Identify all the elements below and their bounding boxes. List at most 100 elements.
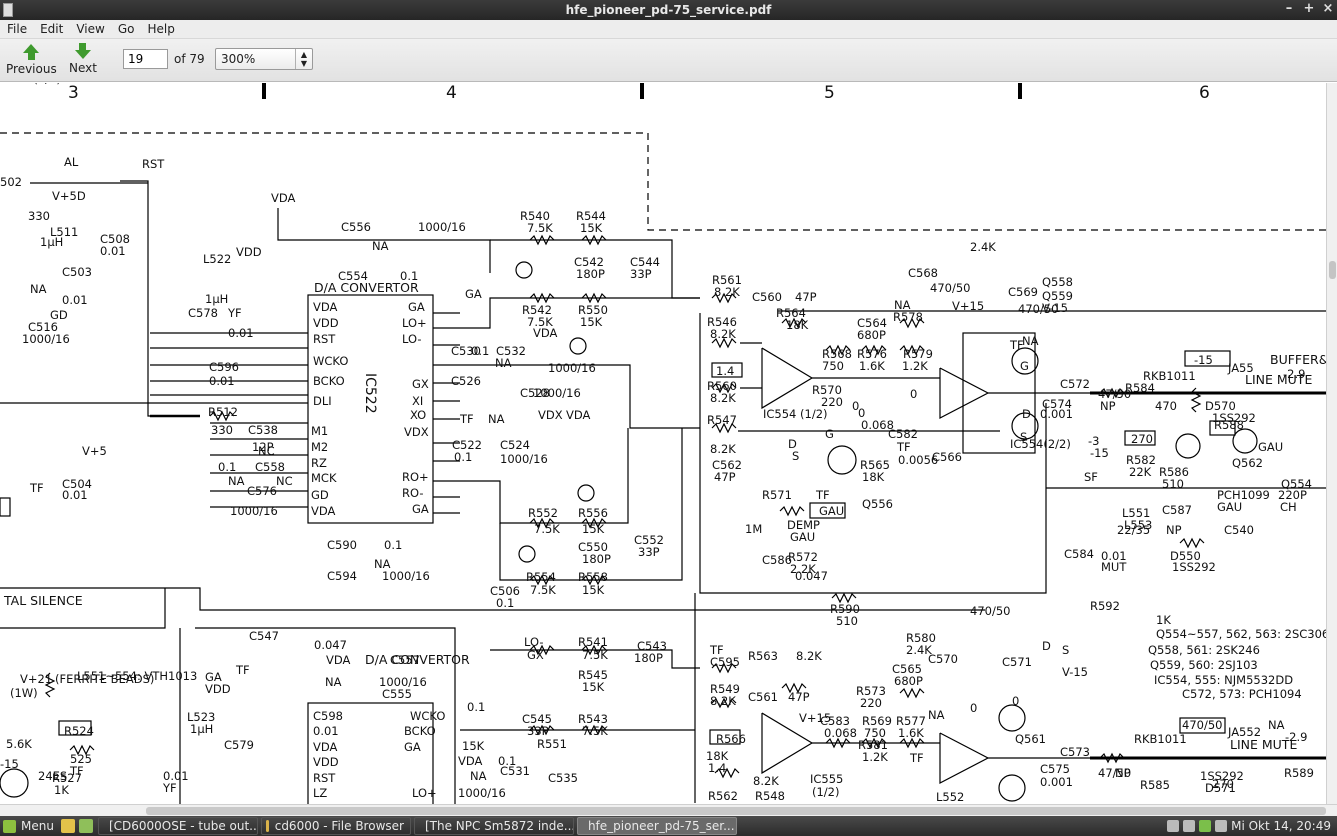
schematic-label: V+5D — [52, 189, 86, 203]
task-firefox-label: [CD6000OSE - tube out... — [108, 819, 258, 833]
schematic-label: YF — [162, 781, 177, 795]
schematic-label: 15K — [582, 680, 605, 694]
schematic-label: VDA — [533, 326, 558, 340]
schematic-label: 0.1 — [471, 344, 489, 358]
schematic-label: C568 — [908, 266, 938, 280]
spin-arrows-icon[interactable]: ▲▼ — [295, 49, 312, 69]
schematic-label: C528 — [520, 386, 550, 400]
column-number-5: 5 — [824, 83, 835, 103]
menu-go[interactable]: Go — [117, 22, 135, 36]
start-menu-button[interactable]: Menu — [0, 816, 59, 836]
schematic-label: 0.0056 — [898, 453, 938, 467]
close-button[interactable]: × — [1322, 1, 1334, 16]
task-file-browser[interactable]: cd6000 - File Browser — [260, 817, 411, 835]
schematic-label: V+15 — [799, 711, 831, 725]
task-firefox[interactable]: [CD6000OSE - tube out... — [97, 817, 258, 835]
schematic-label: (FERRITE BEADS) — [55, 672, 154, 686]
task-pdf-npc[interactable]: [The NPC Sm5872 inde... — [413, 817, 574, 835]
resistor-symbol — [825, 737, 851, 749]
schematic-label: NA — [1022, 334, 1039, 348]
schematic-label: CH — [1280, 500, 1297, 514]
window-titlebar[interactable]: hfe_pioneer_pd-75_service.pdf – + × — [0, 0, 1337, 20]
menu-help[interactable]: Help — [147, 22, 175, 36]
schematic-label: C590 — [327, 538, 357, 552]
schematic-label: C558 — [255, 460, 285, 474]
schematic-label: 7.5K — [534, 522, 560, 536]
schematic-label: Q554~557, 562, 563: 2SC3068 — [1156, 627, 1326, 641]
schematic-label: LO- — [524, 635, 544, 649]
resistor-symbol — [831, 592, 857, 604]
schematic-label: AL — [64, 155, 79, 169]
schematic-label: R573 — [856, 684, 886, 698]
schematic-label: GA — [465, 287, 482, 301]
schematic-label: VDX — [538, 408, 563, 422]
notes-launcher-icon[interactable] — [60, 819, 75, 833]
schematic-label: C555 — [382, 687, 412, 701]
schematic-label: 7.5K — [582, 724, 608, 738]
schematic-label: 0.1 — [384, 538, 402, 552]
schematic-label: D/A CONVERTOR — [314, 280, 419, 295]
vertical-scrollbar[interactable] — [1326, 83, 1337, 804]
resistor-symbol — [711, 382, 737, 394]
column-number-6: 6 — [1199, 83, 1210, 103]
page-number-input[interactable] — [123, 49, 168, 69]
schematic-label: 0.001 — [1040, 407, 1073, 421]
horizontal-scroll-thumb[interactable] — [146, 807, 1326, 815]
resistor-symbol — [529, 574, 555, 586]
volume-icon[interactable] — [1215, 820, 1228, 832]
schematic-label: TF — [235, 663, 250, 677]
schematic-label: C552 — [634, 533, 664, 547]
schematic-label: Q559 — [1042, 289, 1073, 303]
schematic-label: Q558, 561: 2SK246 — [1148, 643, 1260, 657]
schematic-label: R568 — [822, 347, 852, 361]
schematic-label: 0.01 — [62, 488, 88, 502]
schematic-label: 22/35 — [1117, 523, 1150, 537]
network-icon[interactable] — [1199, 820, 1212, 832]
schematic-label: R592 — [1090, 599, 1120, 613]
schematic-label: C554 — [338, 269, 368, 283]
schematic-label: C586 — [762, 553, 792, 567]
schematic-label: 15K — [580, 221, 603, 235]
schematic-label: Q556 — [862, 497, 893, 511]
schematic-label: GA — [205, 670, 222, 684]
schematic-label: 8.2K — [710, 694, 736, 708]
zoom-select[interactable]: 300% ▲▼ — [215, 48, 313, 70]
schematic-label: R527 — [52, 771, 82, 785]
terminal-launcher-icon[interactable] — [78, 819, 93, 833]
schematic-label: 0.1 — [467, 700, 485, 714]
schematic-label: 502 — [0, 175, 22, 189]
clock[interactable]: Mi Okt 14, 20:49 — [1231, 819, 1331, 833]
resistor-symbol — [711, 337, 737, 349]
schematic-label: R549 — [710, 682, 740, 696]
schematic-label: 0.1 — [498, 754, 516, 768]
schematic-label: C557 — [390, 653, 420, 667]
vertical-scroll-thumb[interactable] — [1329, 261, 1336, 279]
schematic-label: VDD — [205, 682, 231, 696]
schematic-label: SF — [1084, 470, 1098, 484]
menu-view[interactable]: View — [76, 22, 105, 36]
schematic-label: VDA — [313, 740, 338, 754]
minimize-button[interactable]: – — [1285, 1, 1293, 16]
horizontal-scrollbar[interactable] — [0, 804, 1337, 816]
schematic-label: R581 — [858, 738, 888, 752]
schematic-label: 1SS292 — [1200, 769, 1244, 783]
schematic-label: C544 — [630, 255, 660, 269]
task-pdf-pioneer[interactable]: hfe_pioneer_pd-75_ser... — [576, 817, 737, 835]
schematic-label: 1000/16 — [382, 569, 430, 583]
schematic-label: RKB1011 — [1143, 369, 1196, 383]
schematic-label: 1M — [745, 522, 762, 536]
schematic-label: LO+ — [402, 316, 427, 330]
resistor-symbol — [779, 505, 805, 517]
schematic-label: DLI — [313, 394, 332, 408]
lock-icon[interactable] — [1183, 820, 1196, 832]
clipboard-icon[interactable] — [1167, 820, 1180, 832]
previous-button[interactable]: Previous — [6, 43, 57, 76]
menu-file[interactable]: File — [7, 22, 28, 36]
resistor-symbol — [529, 517, 555, 529]
next-button[interactable]: Next — [69, 43, 97, 75]
menu-edit[interactable]: Edit — [40, 22, 64, 36]
document-view[interactable]: 3 4 5 6 — [0, 83, 1326, 804]
resistor-symbol — [581, 517, 607, 529]
schematic-label: 8.2K — [710, 391, 736, 405]
maximize-button[interactable]: + — [1303, 1, 1315, 16]
